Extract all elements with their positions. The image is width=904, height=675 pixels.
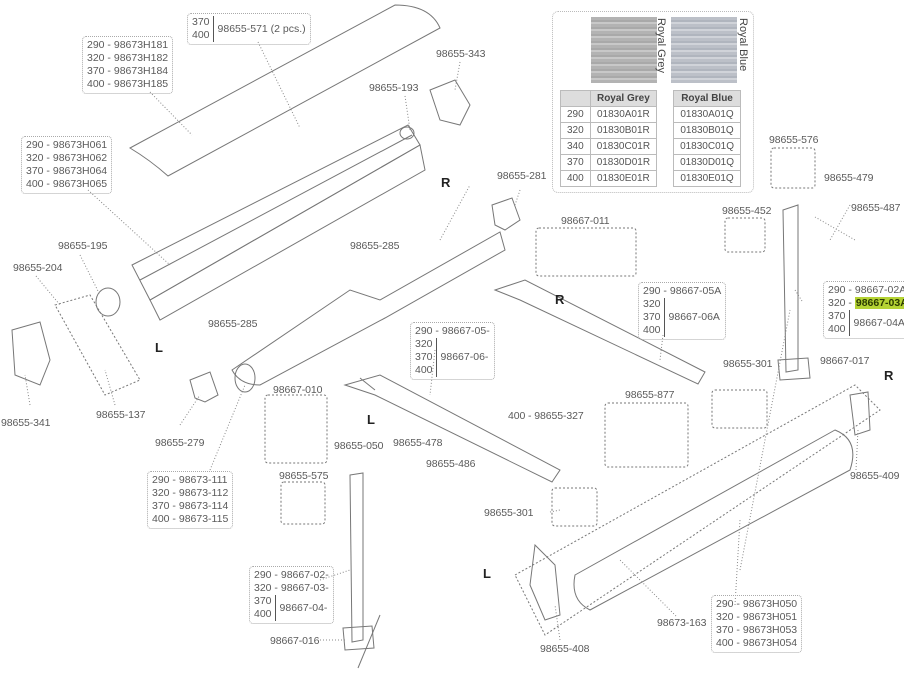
swatch-label-blue: Royal Blue (737, 18, 749, 72)
label-98655-285[interactable]: 98655-285 (350, 240, 400, 252)
kit-box-576 (770, 147, 816, 189)
label-98655-193[interactable]: 98655-193 (369, 82, 419, 94)
highlighted-part-number: 98667-03A (854, 297, 904, 309)
kit-box-877 (604, 402, 689, 468)
col-header-grey: Royal Grey (589, 90, 658, 107)
label-98655-204[interactable]: 98655-204 (13, 262, 63, 274)
end-cap-l2-part (529, 543, 561, 621)
cover-plate-part (95, 287, 121, 317)
kit-box-301a (551, 487, 598, 527)
plug-part (189, 371, 219, 403)
top-cover-part (128, 4, 441, 177)
roller-tube-part (231, 231, 506, 386)
motor-group-outline (54, 294, 141, 396)
fabric-panel: Royal Grey Royal Blue Royal Grey Royal B… (552, 11, 754, 193)
label-98655-487[interactable]: 98655-487 (851, 202, 901, 214)
front-bar-part (573, 429, 854, 611)
right-leg-part (782, 204, 799, 373)
side-marker-right: R (884, 368, 894, 383)
left-leg-part (349, 472, 364, 643)
bushing-part (399, 126, 415, 140)
label-98655-050[interactable]: 98655-050 (334, 440, 384, 452)
swatch-label-grey: Royal Grey (655, 18, 667, 74)
right-arm-part (493, 279, 706, 385)
label-98667-017[interactable]: 98667-017 (820, 355, 870, 367)
label-98655-285[interactable]: 98655-285 (208, 318, 258, 330)
label-98655-452[interactable]: 98655-452 (722, 205, 772, 217)
label-98673-163[interactable]: 98673-163 (657, 617, 707, 629)
label-98655-575[interactable]: 98655-575 (279, 470, 329, 482)
label-98655-343[interactable]: 98655-343 (436, 48, 486, 60)
side-marker-left: L (155, 340, 163, 355)
label-98655-486[interactable]: 98655-486 (426, 458, 476, 470)
front-bar-outline (514, 384, 881, 636)
label-98667-016[interactable]: 98667-016 (270, 635, 320, 647)
label-98655-479[interactable]: 98655-479 (824, 172, 874, 184)
label-98667-010[interactable]: 98667-010 (273, 384, 323, 396)
label-98655-327[interactable]: 400 - 98655-327 (508, 410, 584, 422)
label-98655-409[interactable]: 98655-409 (850, 470, 900, 482)
end-cap-r2-part (849, 391, 871, 436)
left-arm-part (343, 374, 561, 483)
end-cap-l-part (11, 321, 51, 386)
kit-box-301b (711, 389, 768, 429)
side-marker-left: L (367, 412, 375, 427)
label-98655-195[interactable]: 98655-195 (58, 240, 108, 252)
label-98655-877[interactable]: 98655-877 (625, 389, 675, 401)
end-cap-r-part (429, 79, 471, 126)
label-98655-478[interactable]: 98655-478 (393, 437, 443, 449)
swatch-royal-grey (591, 17, 657, 83)
label-98655-279[interactable]: 98655-279 (155, 437, 205, 449)
col-header-blue: Royal Blue (673, 90, 741, 107)
label-98655-301[interactable]: 98655-301 (484, 507, 534, 519)
kit-box-010 (264, 394, 328, 464)
swatch-royal-blue (671, 17, 737, 83)
gear-part (491, 197, 521, 231)
kit-box-575 (280, 481, 326, 525)
side-marker-right: R (441, 175, 451, 190)
label-98667-011[interactable]: 98667-011 (561, 215, 610, 227)
label-98655-576[interactable]: 98655-576 (769, 134, 819, 146)
label-98655-341[interactable]: 98655-341 (1, 417, 51, 429)
side-marker-left: L (483, 566, 491, 581)
label-98655-137[interactable]: 98655-137 (96, 409, 146, 421)
profile-part (131, 124, 421, 301)
label-98655-301[interactable]: 98655-301 (723, 358, 773, 370)
side-marker-right: R (555, 292, 565, 307)
kit-box-452 (724, 217, 766, 253)
kit-box-011 (535, 227, 637, 277)
label-98655-281[interactable]: 98655-281 (497, 170, 547, 182)
label-98655-408[interactable]: 98655-408 (540, 643, 590, 655)
